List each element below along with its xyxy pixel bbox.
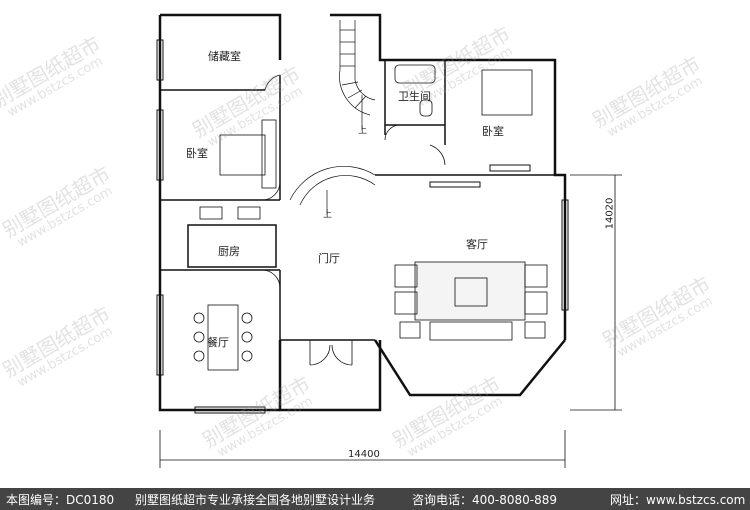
stove bbox=[199, 206, 223, 220]
phone: 咨询电话：400-8080-889 bbox=[412, 492, 558, 507]
sofa bbox=[429, 321, 513, 341]
room-label-dining: 餐厅 bbox=[207, 336, 229, 349]
room-label-living: 客厅 bbox=[466, 238, 488, 251]
footer-bar: 本图编号：DC0180 别墅图纸超市专业承接全国各地别墅设计业务 咨询电话：40… bbox=[0, 488, 750, 510]
furniture bbox=[193, 64, 548, 371]
room-label-kitchen: 厨房 bbox=[218, 245, 240, 258]
windows bbox=[156, 39, 569, 414]
dimension-width: 14400 bbox=[348, 449, 380, 460]
bed-left bbox=[219, 134, 266, 176]
room-label-hall: 门厅 bbox=[318, 252, 340, 265]
stairs bbox=[289, 20, 376, 215]
bed-right bbox=[481, 69, 533, 116]
drawing-number: 本图编号：DC0180 bbox=[6, 492, 115, 507]
bathtub bbox=[394, 64, 436, 84]
room-label-bathroom: 卫生间 bbox=[398, 90, 431, 103]
interior-walls bbox=[160, 60, 555, 341]
stair-up-mark: 上 bbox=[323, 210, 333, 220]
dimension-lines bbox=[159, 174, 622, 468]
doors bbox=[261, 74, 446, 366]
room-label-bedroom-right: 卧室 bbox=[482, 125, 504, 138]
exterior-walls bbox=[158, 13, 567, 412]
rug bbox=[414, 261, 526, 321]
slogan: 别墅图纸超市专业承接全国各地别墅设计业务 bbox=[135, 492, 376, 507]
website-link[interactable]: 网址：www.bstzcs.com bbox=[610, 492, 746, 507]
room-label-storage: 储藏室 bbox=[208, 50, 241, 63]
sink bbox=[237, 206, 261, 220]
stair-up-mark: 上 bbox=[358, 126, 368, 136]
room-label-bedroom-left: 卧室 bbox=[186, 147, 208, 160]
plan-drawing bbox=[156, 13, 622, 468]
toilet bbox=[419, 99, 433, 117]
dimension-depth: 14020 bbox=[604, 197, 616, 230]
dining-table bbox=[207, 304, 239, 371]
